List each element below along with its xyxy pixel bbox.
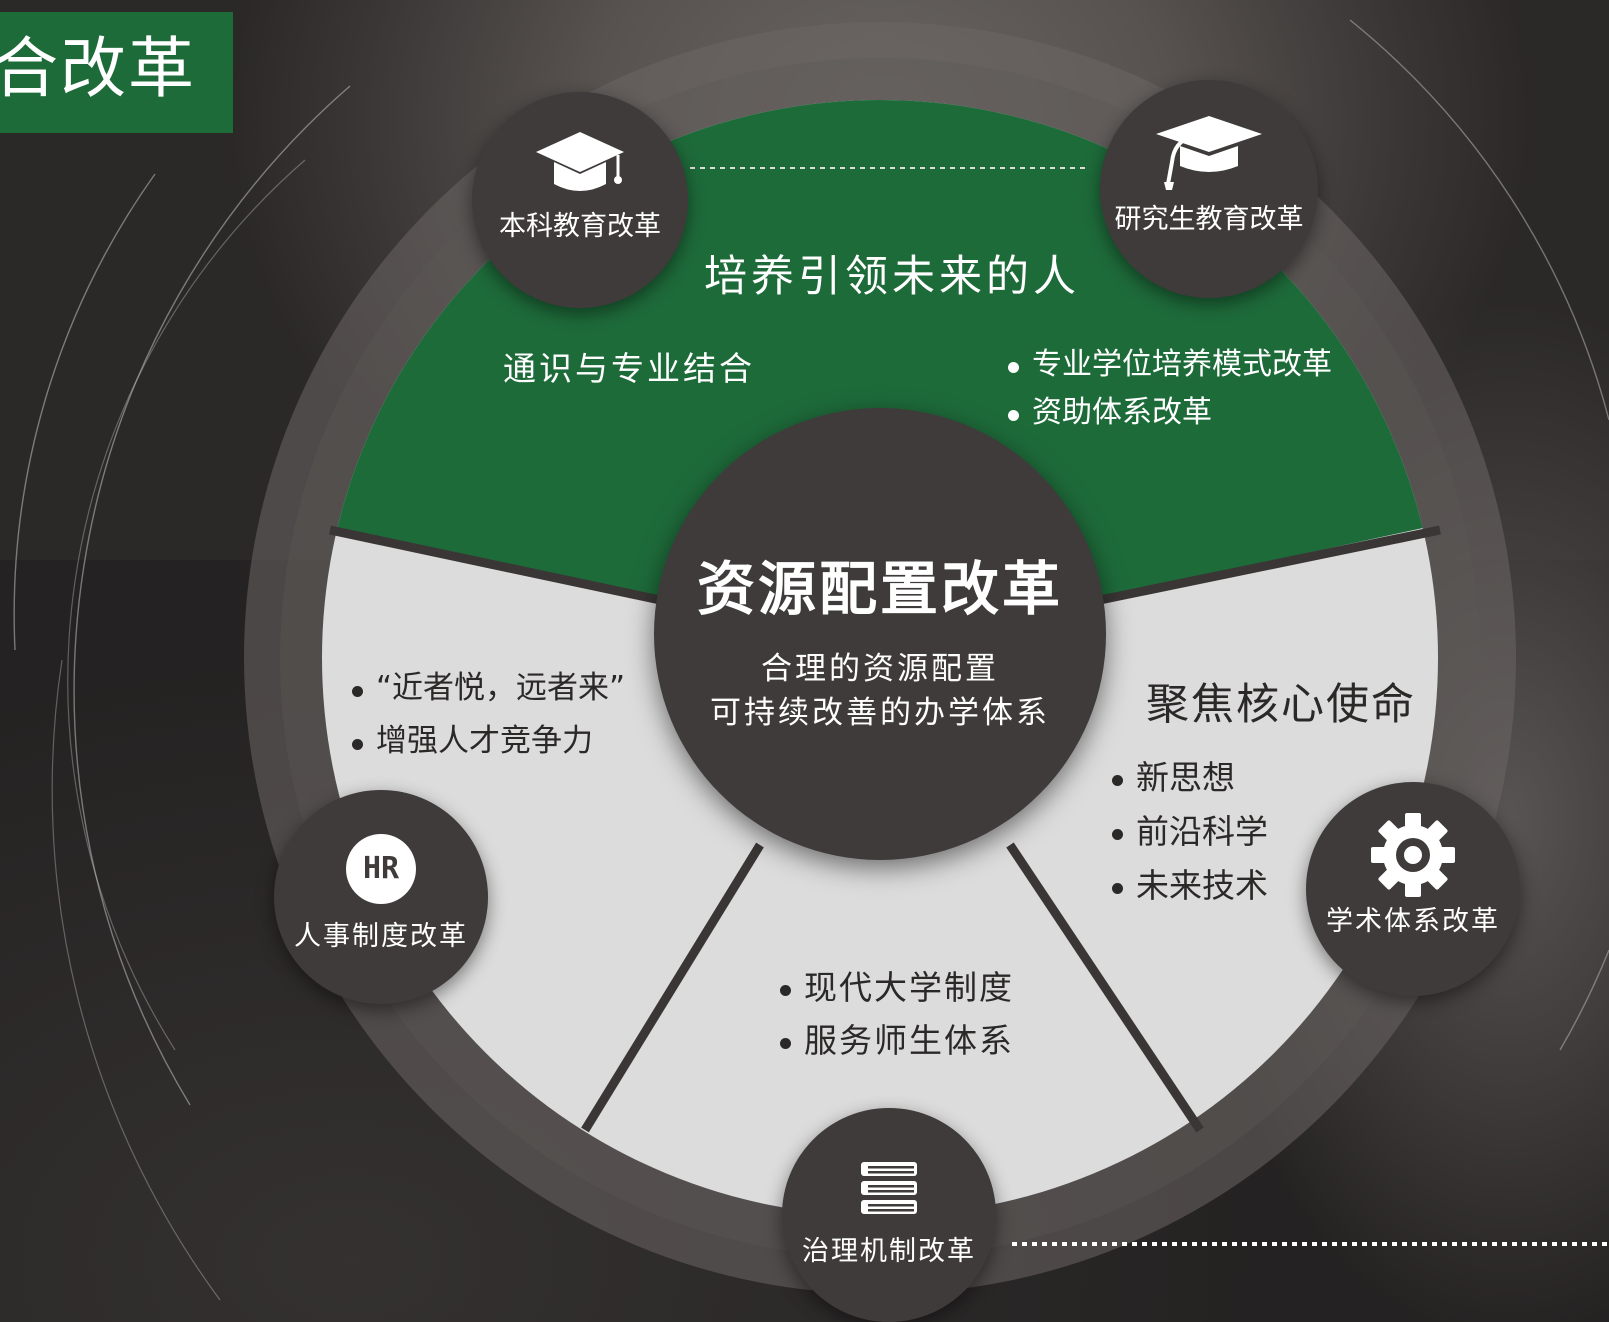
bullet-item: “近者悦，远者来”	[350, 673, 625, 704]
center-title: 资源配置改革	[696, 555, 1063, 623]
bullet-item: 服务师生体系	[778, 1024, 1014, 1057]
badge-governance-label: 治理机制改革	[802, 1236, 976, 1267]
center-circle: 资源配置改革 合理的资源配置 可持续改善的办学体系	[654, 408, 1106, 860]
page-title: 合改革	[0, 30, 196, 107]
bullet-item: 新思想	[1110, 761, 1268, 794]
bullet-item: 现代大学制度	[778, 971, 1014, 1004]
badge-governance: 治理机制改革	[782, 1108, 996, 1322]
divider-bottom-right	[1006, 842, 1204, 1133]
bullet-item: 专业学位培养模式改革	[1006, 350, 1332, 380]
deco-arc-6	[1559, 949, 1609, 1051]
divider-bottom-left	[581, 842, 764, 1133]
deco-arc-1	[73, 85, 351, 1106]
center-line-1: 合理的资源配置	[761, 651, 999, 687]
deco-arc-5	[1349, 19, 1609, 421]
right-segment-heading: 聚焦核心使命	[1146, 680, 1416, 730]
deco-arc-3	[67, 159, 306, 1051]
badge-undergrad: 本科教育改革	[472, 92, 688, 308]
badge-hr: HR 人事制度改革	[274, 790, 488, 1004]
bullet-item: 资助体系改革	[1006, 398, 1332, 428]
badge-hr-label: 人事制度改革	[294, 921, 468, 952]
center-line-2: 可持续改善的办学体系	[710, 695, 1050, 731]
deco-arc-4	[51, 659, 221, 1301]
gear-icon	[1370, 812, 1456, 902]
graduation-cap-icon	[532, 128, 628, 206]
badge-undergrad-label: 本科教育改革	[499, 211, 661, 242]
left-segment-bullets: “近者悦，远者来” 增强人才竞争力	[350, 673, 625, 757]
top-segment-left-text: 通识与专业结合	[503, 349, 755, 388]
bullet-item: 增强人才竞争力	[350, 726, 625, 757]
bullet-item: 前沿科学	[1110, 815, 1268, 848]
deco-arc-2	[13, 173, 156, 651]
top-segment-heading: 培养引领未来的人	[704, 252, 1080, 302]
hr-icon: HR	[346, 834, 416, 904]
hr-icon-text: HR	[362, 851, 400, 886]
badge-academic: 学术体系改革	[1306, 782, 1520, 996]
bottom-segment-bullets: 现代大学制度 服务师生体系	[778, 971, 1014, 1057]
mortarboard-outline-icon	[1152, 112, 1266, 196]
book-stack-icon	[859, 1160, 919, 1222]
divider-right-top	[1099, 525, 1441, 605]
badge-academic-label: 学术体系改革	[1326, 906, 1500, 937]
right-segment-bullets: 新思想 前沿科学 未来技术	[1110, 761, 1268, 902]
title-box: 合改革	[0, 12, 233, 133]
badge-graduate: 研究生教育改革	[1100, 80, 1318, 298]
divider-left-top	[329, 525, 661, 605]
green-top-segment	[322, 100, 1438, 620]
bullet-item: 未来技术	[1110, 869, 1268, 902]
top-segment-right-bullets: 专业学位培养模式改革 资助体系改革	[1006, 350, 1332, 428]
badge-graduate-label: 研究生教育改革	[1114, 204, 1304, 235]
